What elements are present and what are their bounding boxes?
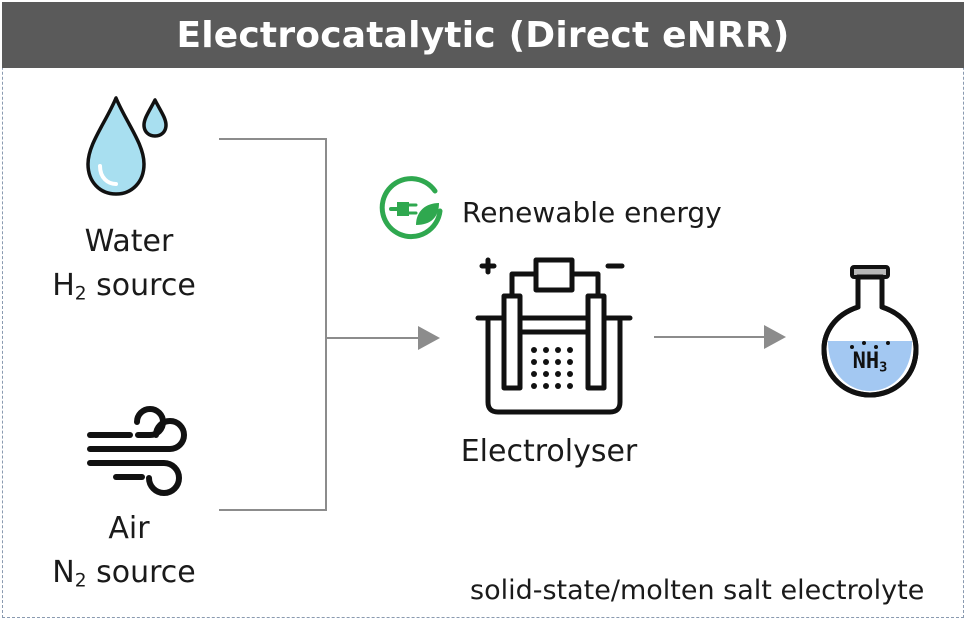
nitrogen-symbol: N [52, 555, 75, 590]
electrolyte-note: solid-state/molten salt electrolyte [470, 575, 925, 606]
electrolyser-icon [475, 257, 633, 415]
nitrogen-subscript: 2 [74, 570, 87, 592]
hydrogen-source-label: H2 source [52, 268, 196, 305]
hydrogen-subscript: 2 [74, 283, 87, 305]
diagram-title: Electrocatalytic (Direct eNRR) [176, 14, 790, 56]
nitrogen-source-word: source [86, 555, 196, 590]
water-label: Water [84, 224, 174, 259]
ammonia-symbol: NH [852, 349, 880, 374]
title-banner: Electrocatalytic (Direct eNRR) [2, 2, 964, 68]
air-label: Air [108, 511, 150, 546]
ammonia-formula: NH3 [853, 349, 888, 375]
diagram-frame [2, 2, 964, 618]
product-arrow-head [764, 325, 786, 349]
electrolyser-label: Electrolyser [460, 434, 638, 469]
wind-icon [87, 406, 187, 496]
water-feed-line [219, 138, 327, 511]
ammonia-flask-icon [821, 265, 919, 398]
ammonia-subscript: 3 [879, 359, 888, 376]
renewable-energy-label: Renewable energy [462, 196, 722, 229]
nitrogen-source-label: N2 source [52, 555, 195, 592]
renewable-energy-icon [379, 176, 443, 240]
hydrogen-source-word: source [86, 268, 196, 303]
feed-arrow-head [418, 326, 440, 350]
water-drop-icon [86, 96, 168, 196]
hydrogen-symbol: H [52, 268, 75, 303]
